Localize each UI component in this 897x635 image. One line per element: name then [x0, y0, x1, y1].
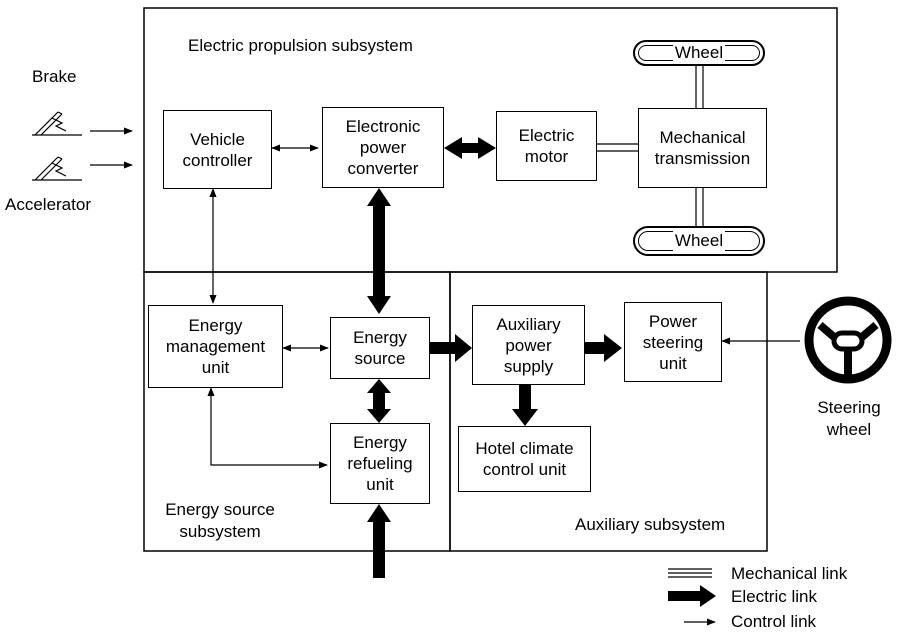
propulsion-subsystem-label: Electric propulsion subsystem: [188, 36, 413, 55]
energy-management-unit-block: Energy management unit: [148, 305, 283, 388]
wheel-top-label: Wheel: [672, 43, 726, 63]
energy-mgmt-refueling-control-link: [207, 387, 328, 469]
electronic-power-converter-block: Electronic power converter: [322, 107, 444, 188]
motor-transmission-mechanical-link: [597, 143, 638, 152]
energy-source-block: Energy source: [330, 317, 430, 379]
auxiliary-subsystem-frame: [449, 271, 768, 552]
energy-source-subsystem-label: Energy source subsystem: [165, 500, 275, 541]
hotel-climate-control-unit-block: Hotel climate control unit: [458, 426, 591, 492]
legend-mechanical-label: Mechanical link: [731, 564, 848, 583]
wheel-bottom-block: Wheel: [633, 226, 765, 256]
electric-motor-block: Electric motor: [496, 111, 597, 181]
steering-wheel-icon: [804, 296, 892, 384]
converter-motor-electric-link: [444, 137, 496, 159]
transmission-wheel-bottom-mechanical-link: [695, 188, 704, 226]
vehicle-controller-block: Vehicle controller: [163, 110, 272, 189]
power-steering-unit-block: Power steering unit: [624, 302, 722, 382]
auxiliary-subsystem-label: Auxiliary subsystem: [575, 515, 726, 534]
brake-label: Brake: [32, 67, 77, 86]
energy-refueling-unit-block: Energy refueling unit: [330, 423, 430, 504]
refuel-input-electric-link: [367, 504, 391, 578]
auxiliary-power-supply-block: Auxiliary power supply: [472, 305, 585, 385]
accelerator-pedal-icon: [32, 156, 82, 181]
legend-electric-symbol: [668, 585, 716, 607]
source-refueling-electric-link: [367, 379, 391, 423]
transmission-wheel-top-mechanical-link: [695, 66, 704, 108]
brake-pedal-icon: [32, 111, 82, 136]
legend-electric-label: Electric link: [731, 587, 817, 606]
wheel-top-block: Wheel: [633, 40, 765, 66]
converter-source-electric-link: [367, 188, 391, 314]
accelerator-label: Accelerator: [5, 195, 91, 214]
steering-wheel-label: Steering wheel: [817, 398, 881, 439]
aux-steering-electric-link: [585, 334, 622, 362]
aux-hotel-electric-link: [512, 385, 538, 426]
legend-control-label: Control link: [731, 612, 817, 631]
source-aux-electric-link: [430, 334, 472, 362]
legend-mechanical-symbol: [668, 568, 712, 578]
mechanical-transmission-block: Mechanical transmission: [638, 108, 767, 188]
wheel-bottom-label: Wheel: [672, 231, 726, 251]
